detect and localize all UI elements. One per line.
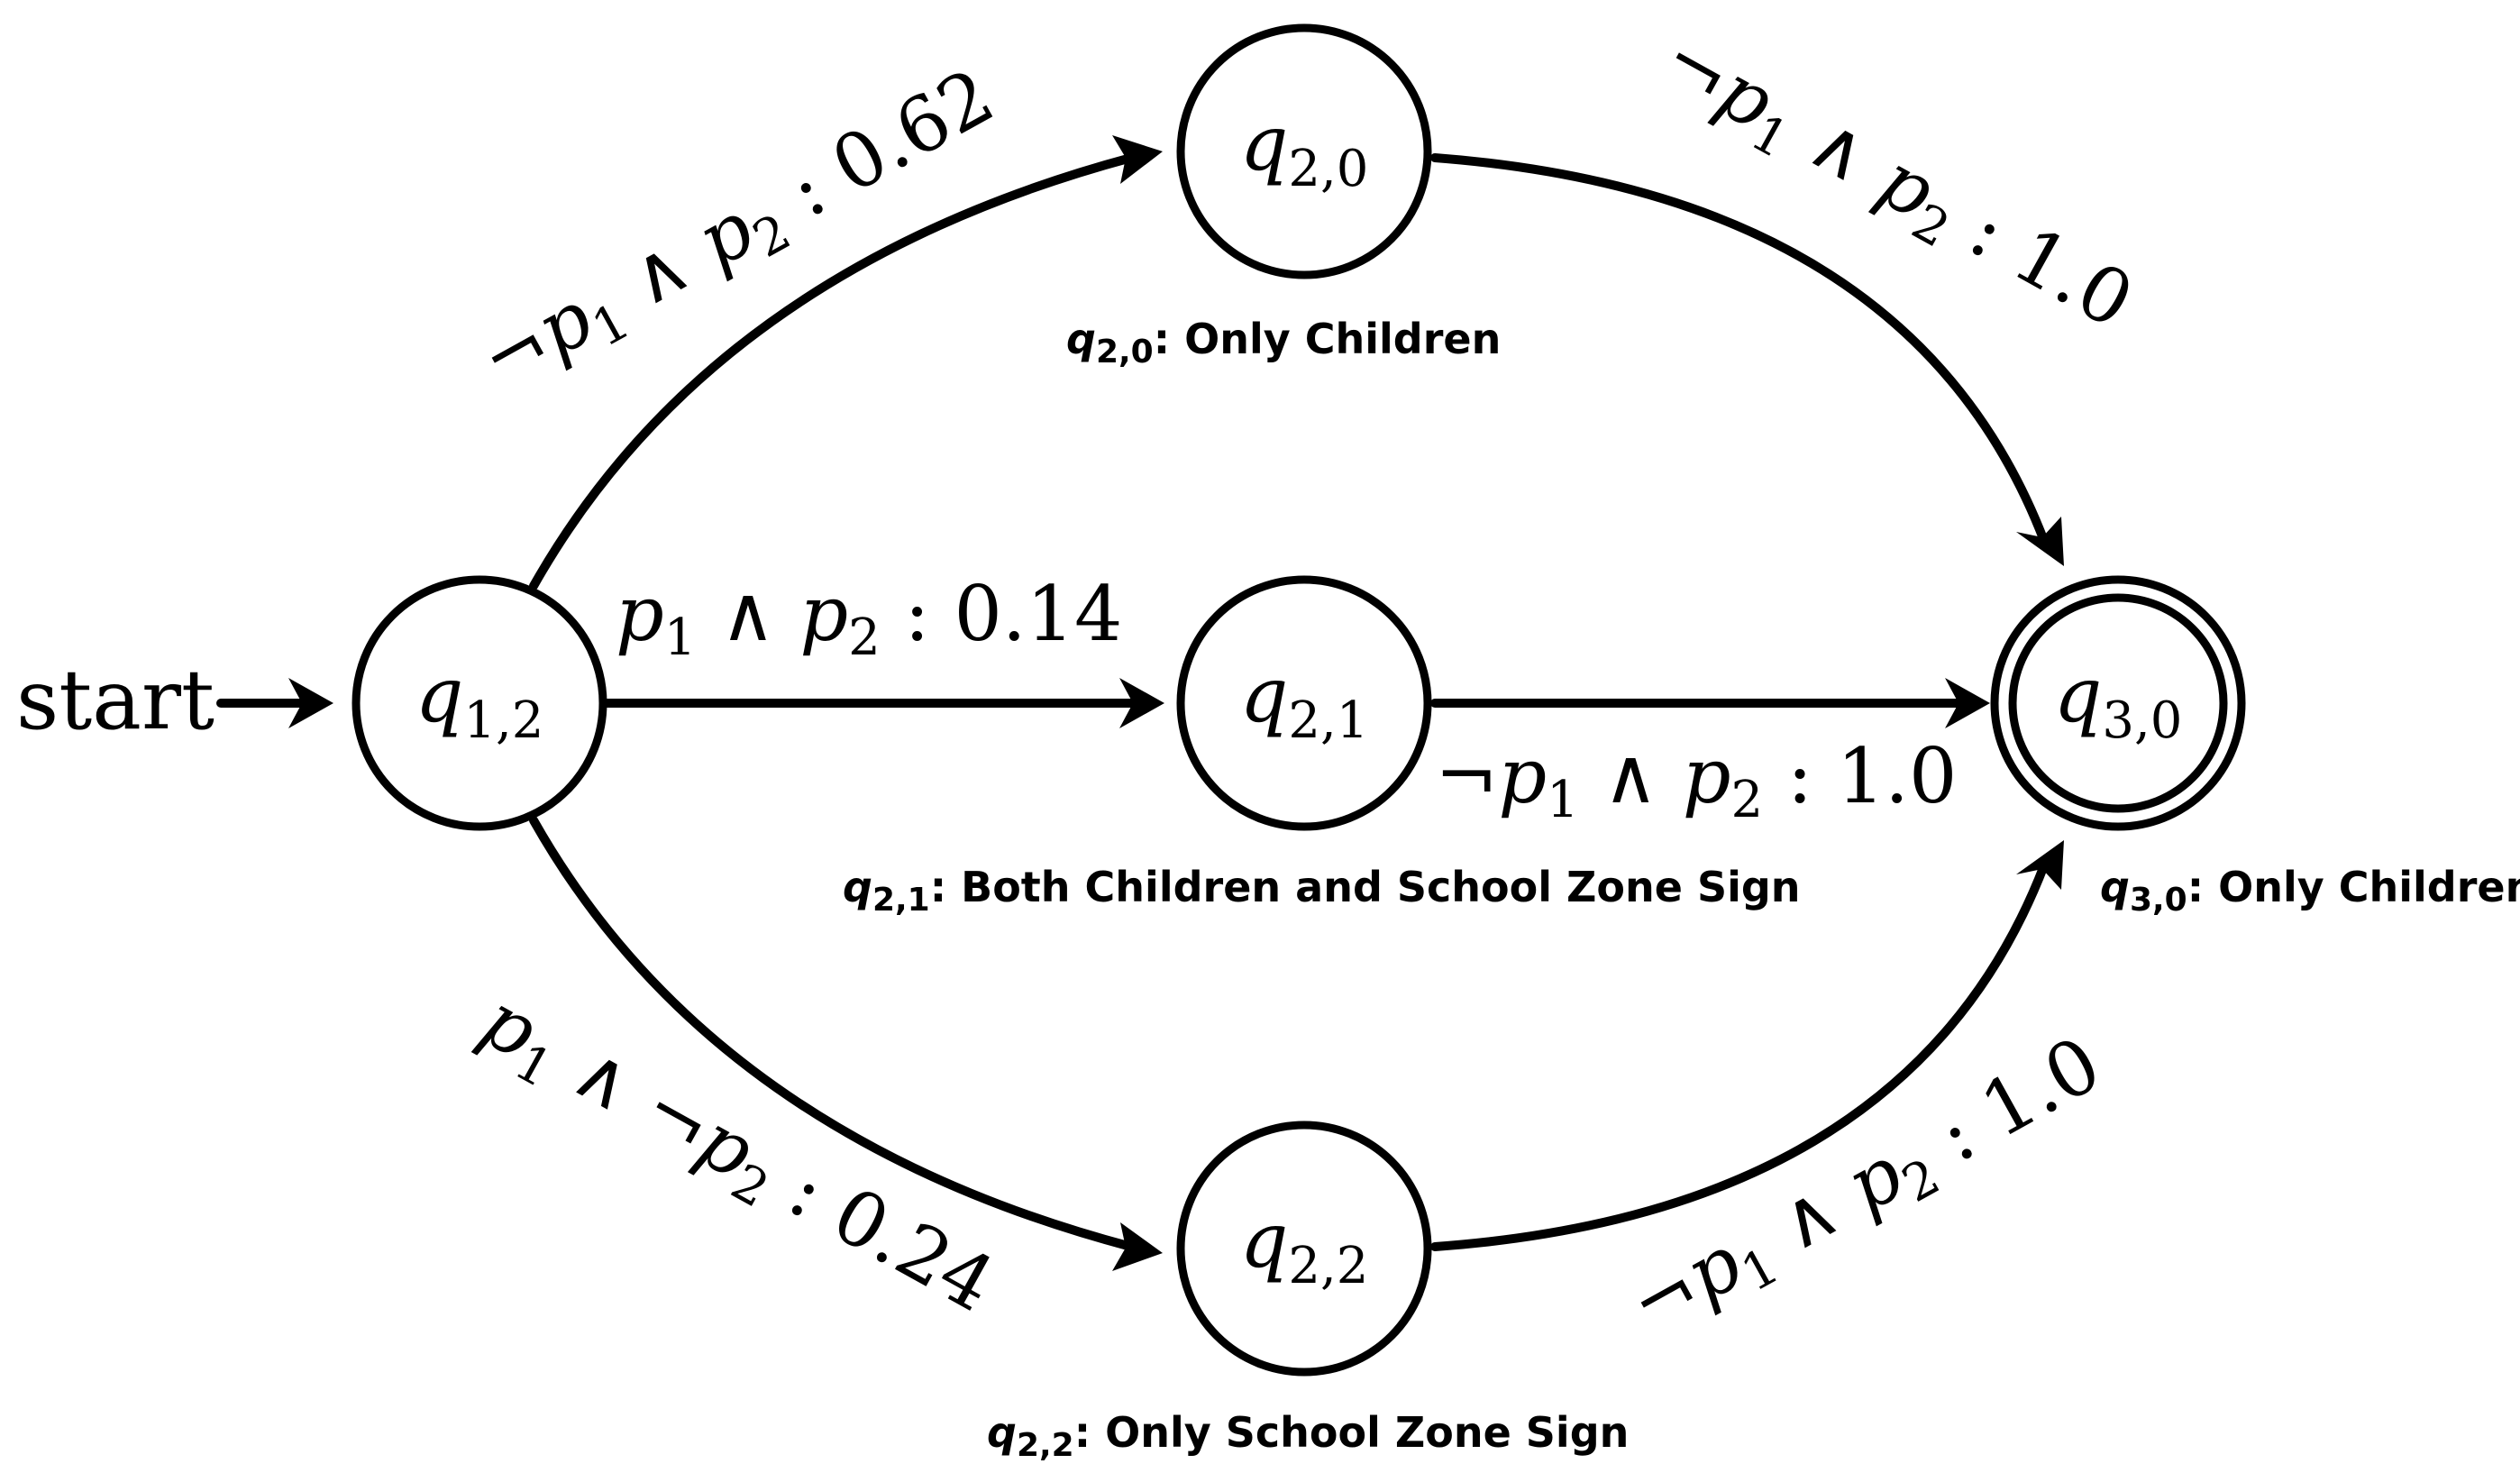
edge-label-q21-q30: ¬p1 ∧ p2 : 1.0 <box>1435 732 1957 829</box>
arrowhead-q30-top <box>2016 517 2064 566</box>
state-label-q12: q1,2 <box>415 651 544 750</box>
state-annotations: q2,0: Only Children q2,1: Both Children … <box>843 315 2520 1464</box>
state-label-q22: q2,2 <box>1240 1196 1369 1295</box>
arrowhead-q21 <box>1119 678 1164 728</box>
annotation-q21: q2,1: Both Children and School Zone Sign <box>843 863 1801 919</box>
state-labels: q1,2 q2,0 q2,1 q2,2 q3,0 <box>415 99 2183 1295</box>
arrowhead-start <box>288 678 333 728</box>
edge-q12-q22 <box>529 816 1136 1251</box>
edge-q22-q30 <box>1430 861 2049 1251</box>
edge-label-q12-q21: p1 ∧ p2 : 0.14 <box>616 570 1122 667</box>
arrowhead-q20 <box>1112 135 1163 184</box>
start-label: start <box>16 652 215 748</box>
state-q12 <box>352 575 607 831</box>
edge-q20-q30 <box>1430 153 2049 545</box>
state-q30-inner <box>2008 593 2228 813</box>
state-q22 <box>1176 1121 1432 1377</box>
arrowhead-q30-mid <box>1945 678 1990 728</box>
edges <box>216 153 2049 1251</box>
edge-q12-q20 <box>529 153 1136 590</box>
state-label-q30: q3,0 <box>2054 651 2183 750</box>
states <box>352 23 2246 1377</box>
state-q21 <box>1176 575 1432 831</box>
arrowheads <box>288 135 2064 1271</box>
state-label-q20: q2,0 <box>1240 99 1369 198</box>
edge-label-q12-q22: p1 ∧ ¬p2 : 0.24 <box>462 975 1009 1337</box>
arrowhead-q30-bot <box>2016 840 2064 890</box>
edge-label-q22-q30: ¬p1 ∧ p2 : 1.0 <box>1615 1020 2119 1358</box>
arrowhead-q22 <box>1112 1222 1163 1271</box>
annotation-q20: q2,0: Only Children <box>1066 315 1501 371</box>
state-label-q21: q2,1 <box>1240 651 1369 750</box>
annotation-q30: q3,0: Only Children <box>2100 863 2520 919</box>
edge-label-q20-q30: ¬p1 ∧ p2 : 1.0 <box>1643 15 2147 353</box>
annotation-q22: q2,2: Only School Zone Sign <box>987 1408 1629 1464</box>
state-q20 <box>1176 23 1432 279</box>
